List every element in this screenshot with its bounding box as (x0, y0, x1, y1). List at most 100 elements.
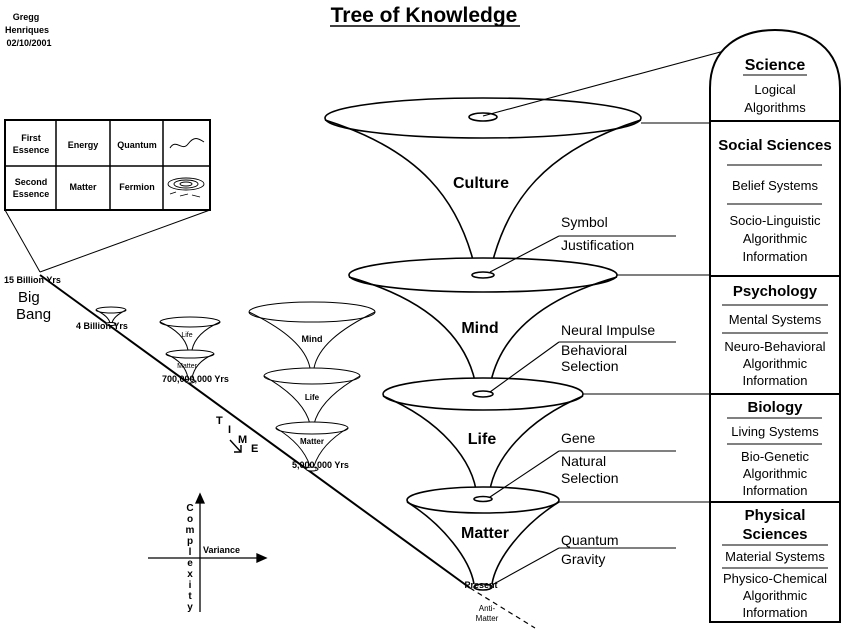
behavioral-label: Behavioral (561, 342, 627, 358)
quantum-label: Quantum (561, 532, 619, 548)
svg-text:t: t (188, 591, 192, 602)
social-sciences-info-line1: Socio-Linguistic (729, 213, 821, 228)
physical-sciences-title-line2: Sciences (742, 526, 807, 543)
psychology-info-line2: Algorithmic (743, 356, 808, 371)
big-bang-years: 15 Billion Yrs (4, 275, 61, 285)
essence-row2-form: Matter (69, 182, 97, 192)
essence-row1-label-line1: First (21, 133, 41, 143)
particle-orbit-icon (167, 177, 205, 198)
time-arrow-icon (229, 439, 242, 453)
essence-table: First Essence Energy Quantum Second Esse… (4, 119, 211, 211)
physical-sciences-info-line1: Physico-Chemical (723, 571, 827, 586)
author-name-line2: Henriques (5, 25, 49, 35)
mini-b-matter-label: Matter (300, 437, 324, 446)
biology-system: Living Systems (731, 424, 819, 439)
essence-row1-label-line2: Essence (13, 145, 50, 155)
time-axis-extension (469, 587, 536, 629)
anti-matter-line2: Matter (476, 614, 499, 623)
essence-row2-label-line2: Essence (13, 189, 50, 199)
time-axis-line (39, 274, 471, 589)
science-title: Science (745, 57, 806, 74)
selection-label-2: Selection (561, 470, 619, 486)
mini-cone-group-a (159, 316, 221, 384)
culture-cone-rim (324, 97, 642, 139)
physical-sciences-info-line2: Algorithmic (743, 588, 808, 603)
svg-text:l: l (189, 547, 192, 558)
symbol-label: Symbol (561, 214, 608, 230)
mini-cone-group-b (248, 301, 376, 472)
tiny-cone (95, 306, 127, 326)
author-date: 02/10/2001 (6, 38, 51, 48)
seven-hundred-million-years: 700,000,000 Yrs (162, 374, 229, 384)
variance-label: Variance (203, 545, 240, 555)
svg-text:x: x (187, 569, 193, 580)
mind-cone-rim (348, 257, 618, 293)
mini-a-matter-label: Matter (177, 363, 198, 370)
svg-text:y: y (187, 602, 193, 613)
time-letter-t: T (216, 415, 223, 427)
justification-label: Justification (561, 237, 634, 253)
matter-cone-rim (406, 486, 560, 514)
biology-info-line1: Bio-Genetic (741, 449, 809, 464)
gravity-label: Gravity (561, 551, 605, 567)
psychology-info-line1: Neuro-Behavioral (724, 339, 825, 354)
time-letter-m: M (238, 434, 247, 446)
natural-label: Natural (561, 453, 606, 469)
main-cones (324, 97, 642, 591)
author-name-line1: Gregg (13, 12, 40, 22)
svg-text:o: o (187, 514, 193, 525)
complexity-label: C o m p l e x i t y (186, 503, 195, 613)
mini-b-mind-label: Mind (302, 334, 323, 344)
time-letter-e: E (251, 443, 258, 455)
social-sciences-system: Belief Systems (732, 178, 818, 193)
anti-matter-line1: Anti- (479, 604, 496, 613)
biology-info-line2: Algorithmic (743, 466, 808, 481)
joint-pointer-lines (482, 43, 751, 586)
essence-row2-particle: Fermion (119, 182, 155, 192)
biology-title: Biology (748, 399, 804, 416)
wave-icon (169, 138, 205, 149)
table-zoom-line-right (39, 209, 211, 273)
social-sciences-info-line3: Information (742, 249, 807, 264)
matter-label: Matter (461, 525, 509, 542)
essence-row1-particle: Quantum (117, 140, 157, 150)
psychology-info-line3: Information (742, 373, 807, 388)
physical-sciences-info-line3: Information (742, 605, 807, 620)
mini-a-life-label: Life (181, 332, 192, 339)
mini-b-life-label: Life (305, 393, 320, 402)
life-label: Life (468, 431, 497, 448)
complexity-variance-axes (148, 492, 268, 612)
psychology-system: Mental Systems (729, 312, 822, 327)
present-label: Present (464, 580, 497, 590)
essence-row2-label-line1: Second (15, 177, 48, 187)
science-line1: Logical (754, 82, 795, 97)
gene-label: Gene (561, 430, 595, 446)
discipline-dividers (722, 74, 828, 569)
four-billion-years: 4 Billion Yrs (76, 321, 128, 331)
big-bang-line1: Big (18, 289, 40, 306)
svg-text:p: p (187, 536, 193, 547)
svg-text:e: e (187, 558, 193, 569)
time-letter-i: I (228, 424, 231, 436)
culture-label: Culture (453, 175, 509, 192)
biology-info-line3: Information (742, 483, 807, 498)
social-sciences-title: Social Sciences (718, 137, 831, 154)
table-zoom-line-left (4, 209, 41, 273)
science-line2: Algorithms (744, 100, 806, 115)
physical-sciences-system: Material Systems (725, 549, 825, 564)
five-million-years: 5,000,000 Yrs (292, 460, 349, 470)
mind-label: Mind (461, 320, 498, 337)
physical-sciences-title-line1: Physical (745, 507, 806, 524)
svg-text:i: i (189, 580, 192, 591)
essence-row1-form: Energy (68, 140, 99, 150)
social-sciences-info-line2: Algorithmic (743, 231, 808, 246)
diagram-title: Tree of Knowledge (331, 4, 518, 27)
svg-text:m: m (186, 525, 195, 536)
svg-text:C: C (186, 503, 193, 514)
neural-impulse-label: Neural Impulse (561, 322, 655, 338)
selection-label-1: Selection (561, 358, 619, 374)
big-bang-line2: Bang (16, 306, 51, 323)
psychology-title: Psychology (733, 283, 818, 300)
